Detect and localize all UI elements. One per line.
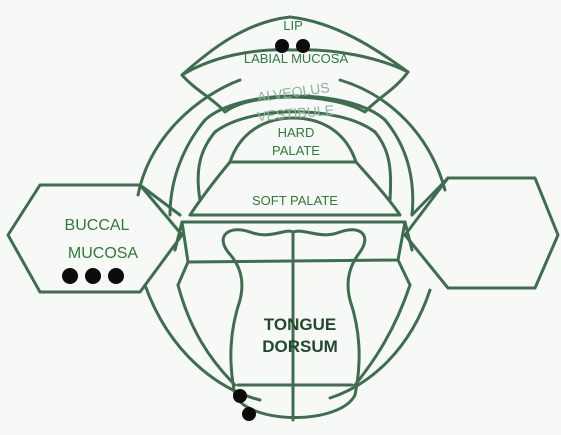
marker-dot — [85, 268, 101, 284]
buccal-mucosa-right-outline — [405, 178, 558, 288]
marker-dot — [233, 389, 247, 403]
label-labial-mucosa: LABIAL MUCOSA — [244, 51, 349, 66]
marker-dot — [275, 39, 289, 53]
cheek-line-right-upper — [412, 178, 448, 215]
marker-dot — [296, 39, 310, 53]
marker-dot — [108, 268, 124, 284]
marker-dot — [242, 407, 256, 421]
label-hard-palate-1: HARD — [278, 125, 315, 140]
vestibule-side-right — [375, 132, 391, 200]
label-tongue-dorsum-2: DORSUM — [262, 337, 338, 356]
label-vestibule: VESTIBULE — [256, 102, 334, 125]
label-buccal-mucosa-2: MUCOSA — [68, 245, 139, 262]
label-lip: LIP — [283, 18, 303, 33]
lower-right-curve — [355, 285, 410, 385]
label-soft-palate: SOFT PALATE — [252, 193, 338, 208]
markers-buccal-mucosa — [62, 268, 124, 284]
label-tongue-dorsum-1: TONGUE — [264, 315, 336, 334]
label-hard-palate-2: PALATE — [272, 143, 320, 158]
lower-left-curve — [178, 285, 235, 385]
label-buccal-mucosa-1: BUCCAL — [65, 217, 130, 234]
label-alveolus: ALVEOLUS — [256, 79, 330, 105]
marker-dot — [62, 268, 78, 284]
